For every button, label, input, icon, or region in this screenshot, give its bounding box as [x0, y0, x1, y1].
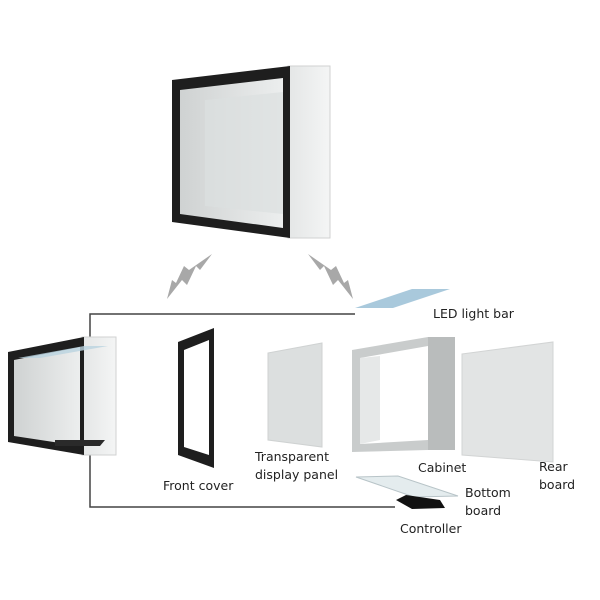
label-bottom-board-2: board: [465, 503, 502, 518]
rear-board: [461, 341, 554, 463]
assembled-display-top: [172, 65, 331, 239]
led-light-bar: [355, 289, 450, 308]
label-led-light-bar: LED light bar: [433, 306, 514, 321]
label-bottom-board-1: Bottom: [465, 485, 511, 500]
grouping-line: [89, 313, 395, 508]
label-rear-board-1: Rear: [539, 459, 568, 474]
transparent-display-panel: [267, 342, 323, 448]
arrow-left-icon: [167, 254, 212, 299]
cabinet: [352, 337, 455, 452]
label-rear-board-2: board: [539, 477, 576, 492]
controller: [396, 495, 445, 509]
label-transparent-panel-1: Transparent: [255, 449, 330, 464]
label-transparent-panel-2: display panel: [255, 467, 339, 482]
label-controller: Controller: [400, 521, 462, 536]
front-cover: [178, 328, 214, 468]
assembled-display-left: [8, 336, 117, 456]
label-cabinet: Cabinet: [418, 460, 467, 475]
arrow-right-icon: [308, 254, 353, 299]
label-front-cover: Front cover: [163, 478, 234, 493]
bottom-board: [355, 475, 459, 498]
